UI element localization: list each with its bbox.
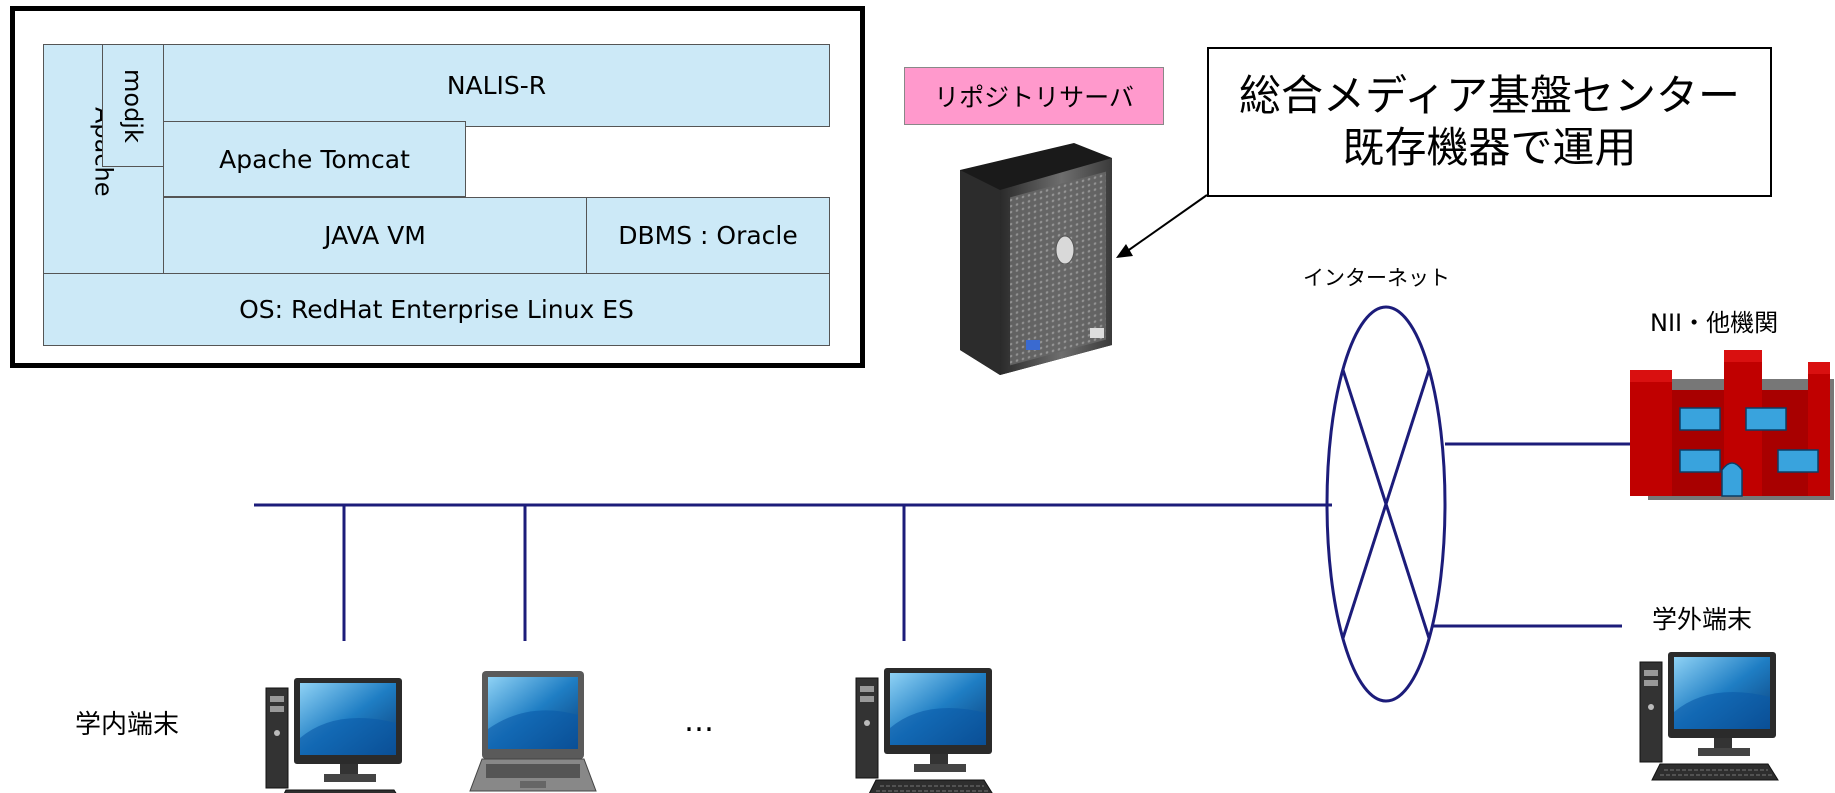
- repository-server-text: リポジトリサーバ: [934, 83, 1134, 112]
- javavm-layer: JAVA VM: [163, 197, 587, 274]
- building-icon: [1630, 350, 1834, 500]
- laptop-icon: [469, 671, 597, 792]
- os-layer: OS: RedHat Enterprise Linux ES: [43, 273, 830, 346]
- external-terminal-label: 学外端末: [1652, 605, 1753, 634]
- internet-label: インターネット: [1303, 266, 1450, 290]
- repository-server-label: リポジトリサーバ: [904, 67, 1164, 125]
- callout-arrow: [1125, 194, 1208, 253]
- modjk-label: modjk: [119, 68, 147, 143]
- callout-line1: 総合メディア基盤センター: [1238, 70, 1741, 120]
- nii-label: NII・他機関: [1650, 309, 1779, 337]
- callout-line2: 既存機器で運用: [1342, 123, 1637, 172]
- dbms-layer: DBMS : Oracle: [586, 197, 830, 274]
- software-stack-frame: [10, 6, 865, 368]
- callout-box: 総合メディア基盤センター 既存機器で運用: [1207, 47, 1772, 197]
- campus-desktop-2: [855, 667, 995, 793]
- external-desktop: [1639, 651, 1779, 781]
- tomcat-label: Apache Tomcat: [219, 144, 410, 174]
- ellipsis-label: …: [684, 704, 714, 739]
- tomcat-layer: Apache Tomcat: [163, 121, 466, 197]
- dbms-label: DBMS : Oracle: [618, 221, 798, 250]
- modjk-layer: modjk: [102, 44, 164, 167]
- javavm-label: JAVA VM: [324, 221, 426, 250]
- campus-terminal-label: 学内端末: [75, 710, 180, 740]
- campus-desktop-1: [265, 677, 405, 793]
- server-tower-icon: [960, 143, 1112, 375]
- nalis-layer: NALIS-R: [163, 44, 830, 127]
- nalis-label: NALIS-R: [446, 71, 547, 100]
- os-label: OS: RedHat Enterprise Linux ES: [239, 295, 634, 324]
- internet-cloud: [1325, 305, 1447, 703]
